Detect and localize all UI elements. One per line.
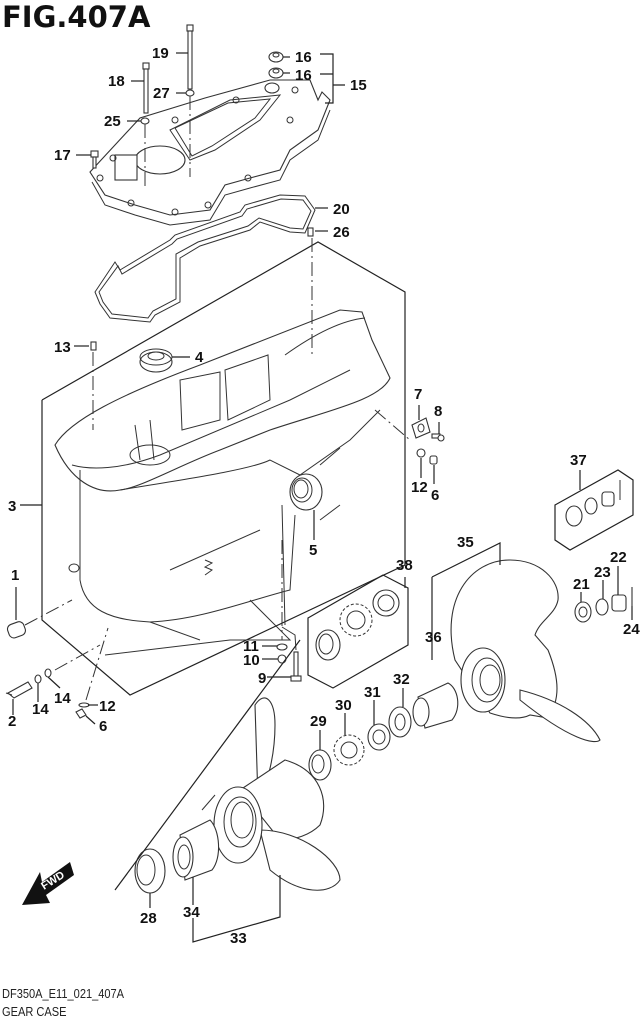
callout-15: 15 [350, 77, 367, 94]
plug-6-lower [75, 708, 87, 719]
callout-12-right: 12 [411, 479, 428, 496]
callout-28: 28 [140, 910, 157, 927]
callout-23: 23 [594, 564, 611, 581]
callout-4: 4 [195, 349, 204, 366]
thrust-washer-28 [134, 848, 166, 894]
callout-32: 32 [393, 671, 410, 688]
cap-1 [6, 621, 26, 639]
washer-11 [276, 643, 288, 651]
nut-22 [611, 594, 627, 612]
callout-8: 8 [434, 403, 442, 420]
washer-32 [388, 706, 412, 738]
callout-5: 5 [309, 542, 317, 559]
callout-38: 38 [396, 557, 413, 574]
callout-21: 21 [573, 576, 590, 593]
top-plate [89, 79, 331, 226]
washer-27 [185, 89, 195, 97]
lockwasher-30 [333, 734, 365, 766]
callout-25: 25 [104, 113, 121, 130]
callout-6-right: 6 [431, 487, 439, 504]
callout-27: 27 [153, 85, 170, 102]
callout-35: 35 [457, 534, 474, 551]
callout-34: 34 [183, 904, 200, 921]
washer-12 [416, 448, 426, 458]
bushing-34 [172, 819, 220, 881]
callout-10: 10 [243, 652, 260, 669]
bolt-18 [142, 62, 150, 114]
bolt-9 [290, 651, 302, 682]
kit-38-box [307, 574, 409, 689]
gasket-20 [94, 194, 316, 323]
callout-12-lower: 12 [99, 698, 116, 715]
callout-13: 13 [54, 339, 71, 356]
propeller-35 [450, 559, 601, 743]
spacer-29 [308, 749, 332, 781]
callout-29: 29 [310, 713, 327, 730]
callout-7: 7 [414, 386, 422, 403]
kit-38-lockwasher [339, 603, 373, 637]
callout-18: 18 [108, 73, 125, 90]
callout-20: 20 [333, 201, 350, 218]
bearing-4 [139, 348, 173, 373]
fwd-arrow-icon: FWD [22, 862, 74, 905]
callout-1: 1 [11, 567, 19, 584]
callout-17: 17 [54, 147, 71, 164]
callout-labels: 19 18 27 25 17 16 16 15 20 26 13 4 3 5 7… [8, 45, 640, 947]
pin-26 [307, 227, 314, 237]
kit-37-box [554, 469, 634, 551]
screw-8 [431, 433, 445, 442]
figure-code: DF350A_E11_021_407A [2, 986, 125, 1001]
callout-31: 31 [364, 684, 381, 701]
callout-30: 30 [335, 697, 352, 714]
callout-16-lower: 16 [295, 67, 312, 84]
washer-25 [140, 117, 150, 125]
nut-10 [277, 654, 287, 664]
bolt-17 [90, 150, 99, 169]
callout-11: 11 [243, 638, 259, 655]
kit-38-nut [372, 589, 400, 617]
figure-name: GEAR CASE [2, 1004, 67, 1019]
bushing-36 [412, 682, 459, 729]
callout-19: 19 [152, 45, 169, 62]
pin-13 [90, 341, 97, 351]
washer-14a [34, 674, 42, 684]
figure-title: FIG.407A [2, 0, 151, 34]
callout-14-left: 14 [32, 701, 49, 718]
callout-36: 36 [425, 629, 442, 646]
callout-14-right: 14 [54, 690, 71, 707]
seal-16-lower [268, 67, 284, 79]
callout-16-upper: 16 [295, 49, 312, 66]
bolt-19 [186, 24, 194, 90]
callout-22: 22 [610, 549, 627, 566]
nut-31 [367, 723, 391, 751]
callout-33: 33 [230, 930, 247, 947]
callout-24: 24 [623, 621, 640, 638]
spacer-21 [574, 601, 592, 623]
plug-6 [429, 455, 438, 465]
leader-lines [12, 52, 633, 943]
callout-9: 9 [258, 670, 266, 687]
callout-26: 26 [333, 224, 350, 241]
propeller-33 [201, 697, 341, 891]
callout-2: 2 [8, 713, 16, 730]
washer-12-lower [78, 702, 90, 708]
seal-16-upper [268, 51, 284, 63]
anode-2 [5, 681, 33, 699]
callout-37: 37 [570, 452, 587, 469]
callout-6-lower: 6 [99, 718, 107, 735]
plate-7 [411, 417, 431, 439]
callout-3: 3 [8, 498, 16, 515]
washer-14b [44, 668, 52, 678]
gear-case-body [41, 241, 406, 696]
oil-seal-5 [289, 473, 323, 511]
washer-23 [595, 598, 609, 616]
kit-38-seal [315, 629, 341, 661]
